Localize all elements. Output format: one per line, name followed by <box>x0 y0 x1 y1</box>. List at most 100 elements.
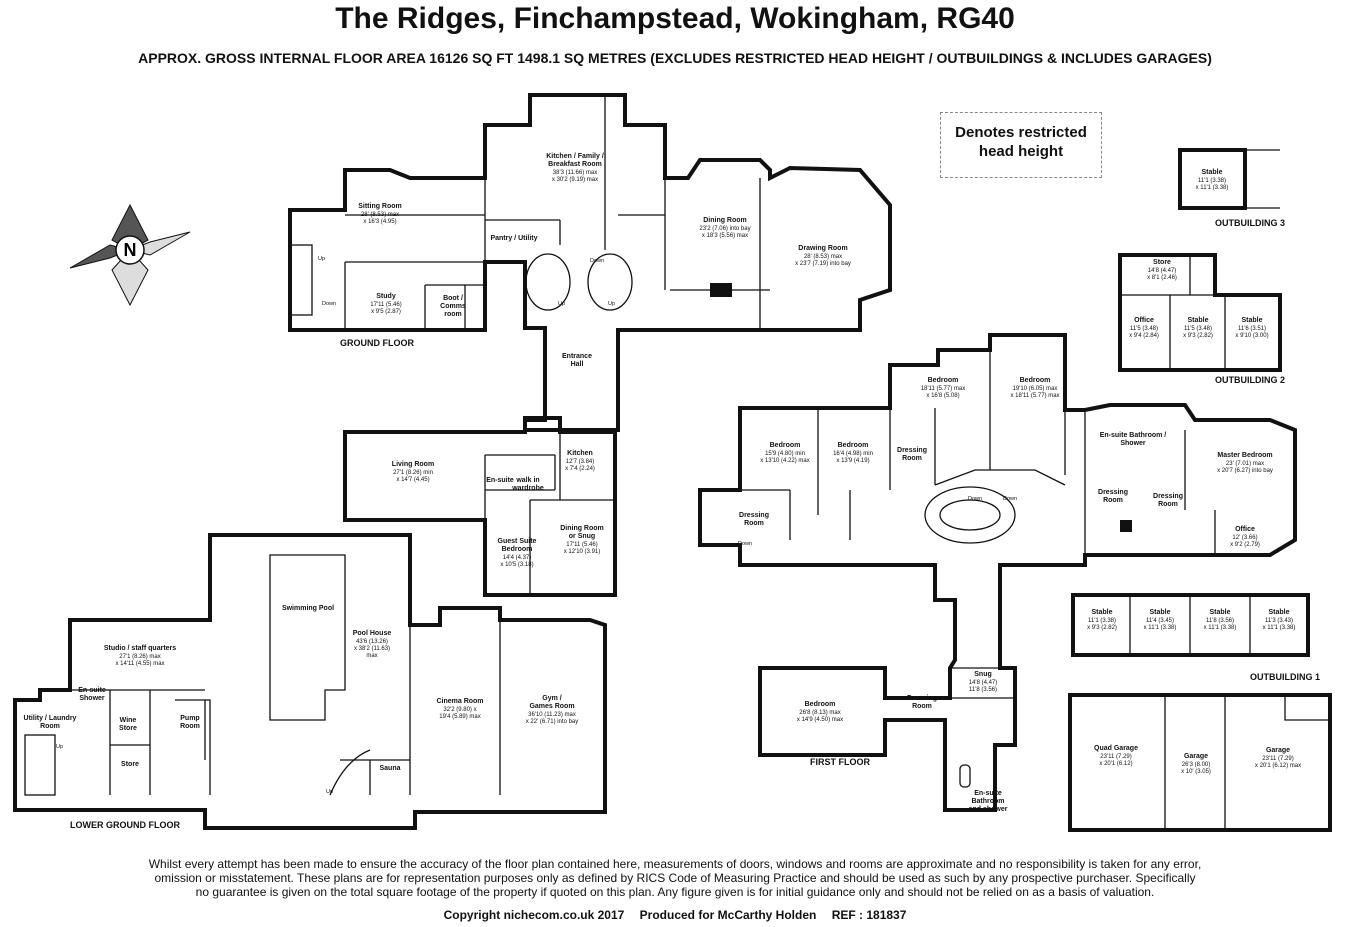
room-name-label: Shower <box>1120 440 1146 447</box>
restricted-head-height-legend: Denotes restricted head height <box>940 112 1102 178</box>
room-dimension-label: 23'11 (7.29) <box>1262 756 1293 762</box>
room-name-label: Shower <box>79 695 105 702</box>
room-dimension-label: 26'3 (8.00) <box>1182 762 1211 768</box>
room-dimension-label: x 30'2 (9.19) max <box>552 177 598 183</box>
room-dimension-label: 14'8 (4.47) <box>969 680 998 686</box>
room-dimension-label: x 11'1 (3.38) <box>1144 625 1177 631</box>
room-name-label: Drawing Room <box>798 245 847 252</box>
room-dimension-label: 38'3 (11.66) max <box>553 170 597 176</box>
room-name-label: Study <box>376 293 396 300</box>
stair-down-label: Down <box>322 301 336 307</box>
room-labels: Kitchen / Family /Breakfast Room 38'3 (11… <box>24 153 1302 813</box>
disclaimer-line-3: no guarantee is given on the total squar… <box>195 885 1155 899</box>
room-dimension-label: x 20'1 (6.12) max <box>1255 763 1301 769</box>
room-dimension-label: 23'2 (7.06) into bay <box>699 226 750 232</box>
room-dimension-label: x 9'3 (2.82) <box>1183 333 1213 339</box>
room-name-label: room <box>444 311 462 318</box>
room-name-label: and shower <box>969 806 1008 813</box>
room-dimension-label: 32'2 (9.80) x <box>443 707 476 713</box>
stair-down-label: Down <box>738 541 752 547</box>
room-dimension-label: x 14'11 (4.55) max <box>115 661 164 667</box>
room-dimension-label: 23' (7.01) max <box>1226 461 1264 467</box>
room-name-label: Guest Suite <box>498 538 537 545</box>
room-dimension-label: max <box>366 653 377 659</box>
room-dimension-label: x 11'1 (3.38) <box>1263 625 1296 631</box>
room-dimension-label: x 9'5 (2.87) <box>371 309 401 315</box>
room-dimension-label: x 16'8 (5.08) <box>926 393 959 399</box>
room-name-label: Bedroom <box>502 546 533 553</box>
room-name-label: Kitchen <box>567 450 593 457</box>
room-name-label: Studio / staff quarters <box>104 645 176 652</box>
room-dimension-label: x 14'9 (4.50) max <box>797 717 843 723</box>
room-name-label: Living Room <box>392 461 434 468</box>
room-name-label: Stable <box>1209 609 1230 616</box>
stair-down-label: Down <box>968 496 982 502</box>
room-name-label: Wine <box>120 717 137 724</box>
room-dimension-label: x 18'3 (5.56) max <box>702 233 748 239</box>
room-name-label: En-suite Bathroom / <box>1100 432 1167 439</box>
room-name-label: Dining Room <box>560 525 604 532</box>
room-name-label: Garage <box>1266 747 1290 754</box>
room-dimension-label: x 22' (6.71) into bay <box>526 719 579 725</box>
reference-text: REF : 181837 <box>831 908 907 922</box>
room-name-label: Bedroom <box>805 701 836 708</box>
room-dimension-label: 11'4 (3.45) <box>1146 618 1174 624</box>
room-dimension-label: 11'1 (3.38) <box>1198 178 1226 184</box>
room-name-label: Boot / <box>443 295 463 302</box>
ground-floor-annex <box>343 416 617 597</box>
room-dimension-label: 16'4 (4.98) min <box>833 451 873 457</box>
stair-up-label: Up <box>318 256 325 262</box>
room-name-label: Room <box>1103 497 1123 504</box>
room-name-label: Bedroom <box>770 442 801 449</box>
room-name-label: Bathroom <box>971 798 1004 805</box>
ground-floor-plan: GROUND FLOOR <box>288 93 892 432</box>
room-name-label: wardrobe <box>511 485 544 492</box>
room-dimension-label: x 10'5 (3.18) <box>500 562 533 568</box>
room-dimension-label: 15'9 (4.80) min <box>765 451 805 457</box>
room-dimension-label: x 20'7 (6.27) into bay <box>1217 468 1273 474</box>
first-floor-plan: FIRST FLOOR <box>698 333 1297 812</box>
room-name-label: Sauna <box>379 765 400 772</box>
legend-line-2: head height <box>978 143 1064 160</box>
room-dimension-label: x 9'3 (2.82) <box>1087 625 1117 631</box>
room-name-label: Breakfast Room <box>548 161 602 168</box>
room-name-label: Bedroom <box>838 442 869 449</box>
room-name-label: or Snug <box>569 533 595 540</box>
room-dimension-label: 17'11 (5.46) <box>370 302 401 308</box>
room-name-label: Office <box>1134 317 1154 324</box>
room-dimension-label: 11'1 (3.38) <box>1088 618 1116 624</box>
room-dimension-label: 12' (3.66) <box>1232 535 1257 541</box>
room-name-label: Stable <box>1149 609 1170 616</box>
room-dimension-label: 43'6 (13.26) <box>356 639 388 645</box>
room-name-label: Swimming Pool <box>282 605 334 612</box>
outbuilding-1-label: OUTBUILDING 1 <box>1250 672 1320 682</box>
room-dimension-label: x 11'1 (3.38) <box>1204 625 1237 631</box>
first-floor-label: FIRST FLOOR <box>810 757 870 767</box>
stair-up-label: Up <box>56 744 63 750</box>
room-dimension-label: x 18'11 (5.77) max <box>1010 393 1059 399</box>
disclaimer-line-2: omission or misstatement. These plans ar… <box>154 871 1196 885</box>
room-name-label: Cinema Room <box>436 698 483 705</box>
legend-line-1: Denotes restricted <box>955 124 1087 141</box>
room-dimension-label: 11'8 (3.56) <box>1206 618 1234 624</box>
room-name-label: Stable <box>1201 169 1222 176</box>
room-name-label: Store <box>121 761 139 768</box>
room-dimension-label: 11'8 (3.56) <box>969 687 997 693</box>
room-name-label: Comms <box>440 303 466 310</box>
room-dimension-label: x 13'10 (4.22) max <box>760 458 810 464</box>
room-name-label: Kitchen / Family / <box>546 153 604 160</box>
room-dimension-label: 19'4 (5.89) max <box>439 714 481 720</box>
room-name-label: Stable <box>1241 317 1262 324</box>
room-dimension-label: 14'8 (4.47) <box>1148 268 1177 274</box>
stair-down-label: Down <box>1003 496 1017 502</box>
room-dimension-label: x 13'9 (4.19) <box>836 458 869 464</box>
room-dimension-label: x 7'4 (2.24) <box>565 466 595 472</box>
room-dimension-label: 28' (8.53) max <box>361 212 399 218</box>
room-name-label: Pool House <box>353 630 392 637</box>
room-name-label: Bedroom <box>928 377 959 384</box>
room-name-label: Dressing <box>739 512 769 519</box>
compass-rose-icon: N <box>69 203 191 307</box>
room-name-label: Snug <box>974 671 992 678</box>
room-dimension-label: 27'1 (8.26) max <box>119 654 161 660</box>
room-dimension-label: 17'11 (5.46) <box>566 542 597 548</box>
